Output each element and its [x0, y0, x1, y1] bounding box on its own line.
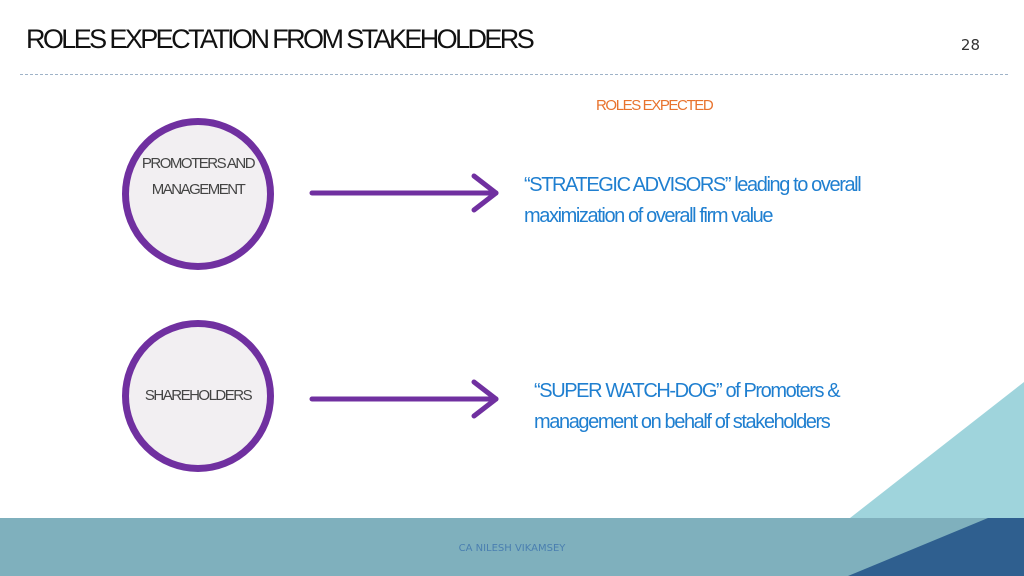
- role-line: “SUPER WATCH-DOG” of Promoters &: [534, 380, 841, 402]
- stakeholder-label: SHAREHOLDERS: [133, 383, 263, 409]
- decorative-footer-band: [0, 382, 1024, 576]
- stakeholder-circle-shareholders: SHAREHOLDERS: [122, 320, 274, 472]
- stakeholder-label-line: MANAGEMENT: [151, 181, 246, 198]
- role-line: maximization of overall firm value: [524, 205, 773, 227]
- slide-title: ROLES EXPECTATION FROM STAKEHOLDERS: [26, 24, 535, 54]
- title-divider: [20, 74, 1008, 75]
- arrow-right-icon: [309, 379, 499, 419]
- role-line: management on behalf of stakeholders: [534, 411, 831, 433]
- footer-author: CA NILESH VIKAMSEY: [458, 543, 566, 554]
- role-line: “STRATEGIC ADVISORS” leading to overall: [524, 174, 862, 196]
- stakeholder-label-line: PROMOTERS AND: [141, 155, 256, 172]
- page-number: 28: [960, 36, 980, 54]
- role-description: “STRATEGIC ADVISORS” leading to overall …: [524, 170, 862, 232]
- roles-expected-heading: ROLES EXPECTED: [596, 97, 714, 114]
- stakeholder-label-line: SHAREHOLDERS: [144, 387, 253, 404]
- role-description: “SUPER WATCH-DOG” of Promoters & managem…: [534, 376, 841, 438]
- arrow-right-icon: [309, 173, 499, 213]
- stakeholder-circle-promoters: PROMOTERS AND MANAGEMENT: [122, 118, 274, 270]
- stakeholder-label: PROMOTERS AND MANAGEMENT: [133, 151, 263, 203]
